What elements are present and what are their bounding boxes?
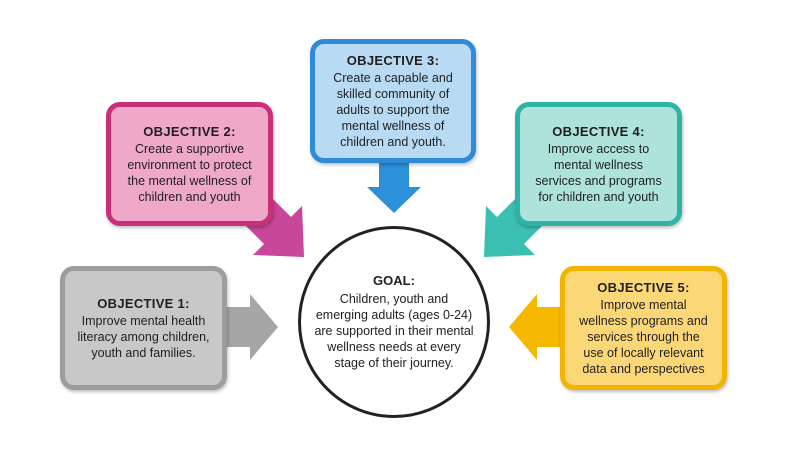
goal-line: stage of their journey.	[334, 356, 454, 370]
objective-2-line: children and youth	[138, 189, 241, 204]
objective-1-arrow	[226, 294, 278, 360]
objective-2-line: Create a supportive	[134, 141, 245, 156]
objective-3-line: skilled community of	[336, 86, 450, 101]
objective-4-box: OBJECTIVE 4: Improve access to mental we…	[515, 102, 682, 226]
objective-4-line: Improve access to	[547, 141, 650, 156]
goal-line: emerging adults (ages 0-24)	[315, 308, 473, 322]
objective-1-line: Improve mental health	[81, 313, 206, 328]
objective-1-line: youth and families.	[91, 345, 196, 360]
objective-5-line: services through the	[587, 329, 700, 344]
objective-5-box: OBJECTIVE 5: Improve mental wellness pro…	[560, 266, 727, 390]
objective-5-line: use of locally relevant	[583, 345, 704, 360]
objective-3-arrow	[367, 162, 421, 213]
objective-3-box: OBJECTIVE 3: Create a capable and skille…	[310, 39, 476, 163]
objective-3-line: Create a capable and	[333, 70, 453, 85]
goal-text: Children, youth and emerging adults (age…	[304, 291, 483, 371]
objective-2-box: OBJECTIVE 2: Create a supportive environ…	[106, 102, 273, 226]
objective-3-line: adults to support the	[336, 102, 450, 117]
objective-2-line: the mental wellness of	[127, 173, 252, 188]
objective-4-line: services and programs	[535, 173, 662, 188]
objective-3-line: mental wellness of	[341, 118, 445, 133]
objective-5-text: Improve mental wellness programs and ser…	[571, 297, 716, 377]
objective-1-text: Improve mental health literacy among chi…	[69, 313, 217, 361]
objective-3-line: children and youth.	[340, 134, 446, 149]
goal-line: wellness needs at every	[327, 340, 461, 354]
goal-line: Children, youth and	[339, 292, 449, 306]
objective-2-title: OBJECTIVE 2:	[143, 123, 236, 139]
objective-1-title: OBJECTIVE 1:	[97, 295, 190, 311]
objective-2-text: Create a supportive environment to prote…	[119, 141, 259, 205]
objective-5-line: wellness programs and	[579, 313, 708, 328]
objective-5-arrow	[509, 294, 561, 360]
objective-3-text: Create a capable and skilled community o…	[325, 70, 461, 150]
goal-line: are supported in their mental	[314, 324, 474, 338]
objective-5-line: Improve mental	[600, 297, 687, 312]
objective-3-title: OBJECTIVE 3:	[346, 52, 440, 68]
objective-5-line: data and perspectives	[582, 361, 705, 376]
objective-4-text: Improve access to mental wellness servic…	[527, 141, 669, 205]
objective-4-line: mental wellness	[554, 157, 643, 172]
objective-4-line: for children and youth	[538, 189, 659, 204]
goal-circle: GOAL: Children, youth and emerging adult…	[298, 226, 490, 418]
objective-5-title: OBJECTIVE 5:	[597, 279, 690, 295]
objective-4-title: OBJECTIVE 4:	[552, 123, 645, 139]
objective-1-box: OBJECTIVE 1: Improve mental health liter…	[60, 266, 227, 390]
objective-1-line: literacy among children,	[77, 329, 210, 344]
objective-2-line: environment to protect	[127, 157, 252, 172]
goal-title: GOAL:	[373, 273, 415, 288]
